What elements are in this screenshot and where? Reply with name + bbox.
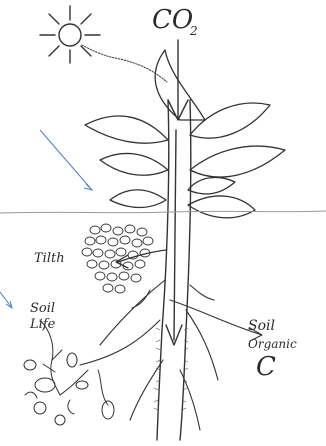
tilth-aggregates [82, 224, 153, 293]
top-leaf [155, 50, 205, 120]
leaf-middle-right [190, 146, 285, 177]
plant-stem [157, 100, 191, 440]
soc-line1: Soil [248, 318, 275, 334]
blue-pointers [0, 130, 92, 308]
leaf-upper-left [85, 116, 168, 143]
soil-life-line1: Soil [30, 301, 55, 316]
co2-text: CO [152, 5, 193, 35]
soil-life-line2: Life [29, 317, 56, 332]
co2-label: CO 2 [152, 5, 198, 38]
sun-icon [40, 6, 100, 63]
tilth-arrow [116, 250, 166, 268]
carbon-flow-arrow [166, 40, 188, 345]
leaf-lower-left [110, 190, 166, 208]
tilth-label: Tilth [34, 251, 65, 266]
soil-life-organisms [24, 320, 114, 425]
soc-line2: Organic [248, 337, 297, 351]
soil-life-label: Soil Life [29, 301, 56, 332]
leaf-small-right [188, 177, 235, 194]
roots [80, 280, 262, 430]
soc-line3: C [256, 352, 276, 382]
co2-subscript: 2 [189, 24, 198, 38]
soil-organic-carbon-label: Soil Organic C [248, 318, 297, 382]
sunlight-ray [82, 45, 167, 82]
leaf-lower-right [188, 196, 255, 218]
ground-line [0, 211, 326, 213]
leaf-middle-left [100, 153, 168, 175]
